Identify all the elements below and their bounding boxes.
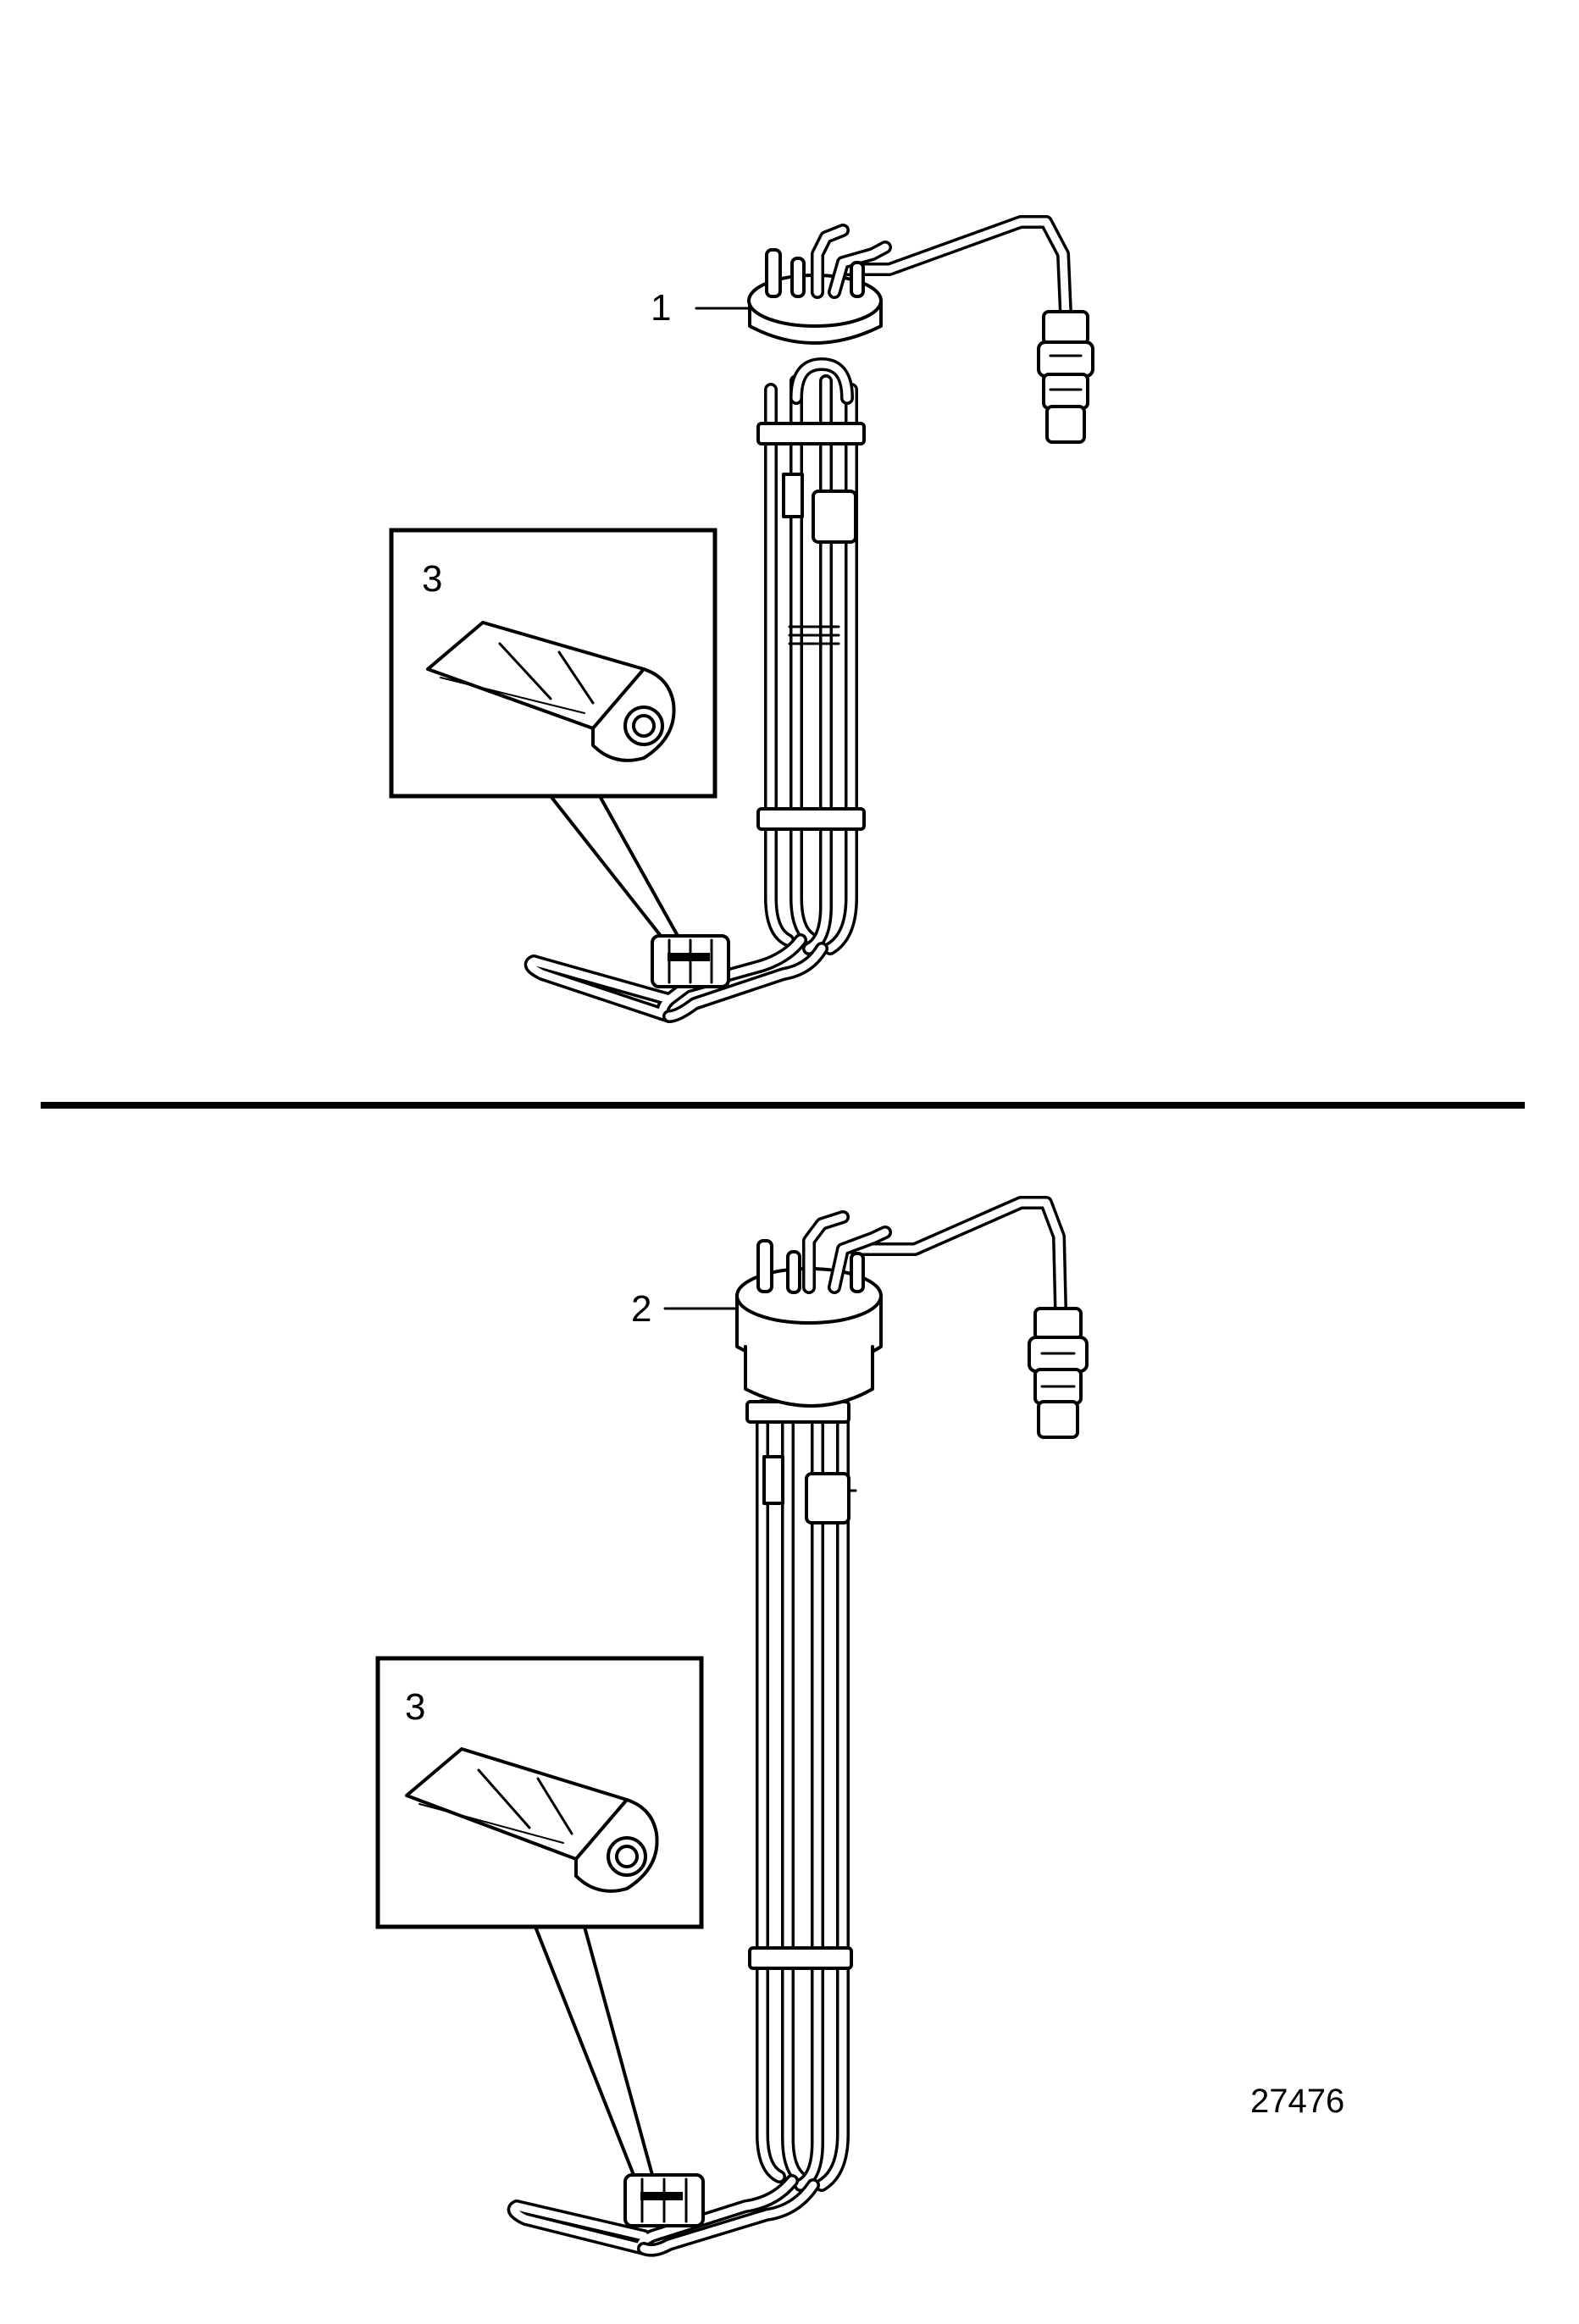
tube-clamp (748, 1946, 853, 1970)
callout-2: 2 (631, 1288, 651, 1330)
level-float (805, 1472, 850, 1524)
callout-1: 1 (651, 287, 671, 329)
electrical-connector (1037, 310, 1094, 444)
strainer-filter-icon (405, 1747, 659, 1893)
pickup-foot-top (524, 933, 828, 1023)
inset-box-top (389, 528, 717, 938)
level-float (812, 490, 857, 544)
flange-head-2 (735, 1210, 892, 1408)
suction-tubes (764, 357, 858, 955)
tube-clamp (756, 422, 866, 445)
fuel-sender-assembly-bottom (507, 1196, 1089, 2257)
float-bracket (762, 1455, 784, 1505)
inset-box-bottom (375, 1656, 704, 2177)
callout-3-bottom: 3 (405, 1686, 425, 1728)
fuel-sender-assembly-top (524, 215, 1094, 1023)
electrical-connector (1028, 1307, 1089, 1439)
tube-ribs (788, 625, 840, 645)
figure-number: 27476 (1250, 2083, 1344, 2120)
strainer-filter-icon (426, 621, 676, 762)
flange-head-1 (747, 224, 892, 345)
callout-3-top: 3 (422, 558, 442, 600)
pickup-foot-bottom (507, 2173, 820, 2257)
tube-clamp (756, 807, 866, 831)
suction-tubes (756, 1391, 850, 2192)
float-bracket (782, 473, 804, 518)
